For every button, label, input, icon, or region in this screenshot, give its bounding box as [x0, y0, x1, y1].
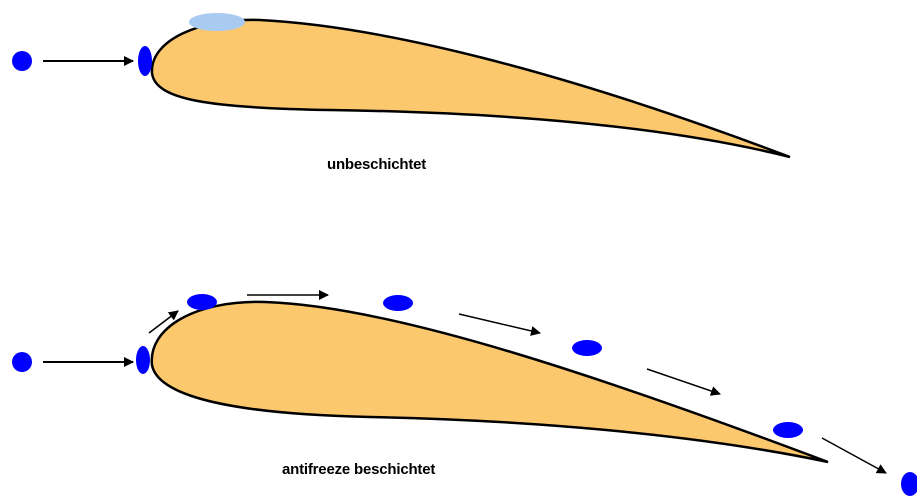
ice-deposit: [189, 13, 245, 31]
runback-arrow: [459, 314, 540, 333]
runback-arrow: [822, 438, 886, 473]
panel-antifreeze-coated: [12, 294, 917, 496]
water-droplet-shed: [901, 472, 917, 496]
water-droplet: [12, 51, 32, 71]
water-droplet-impact: [136, 346, 150, 374]
panel-uncoated: [12, 13, 790, 157]
airfoil-coated: [152, 302, 828, 462]
water-droplet-runback: [572, 340, 602, 356]
caption-uncoated: unbeschichtet: [327, 156, 426, 173]
water-droplet-runback: [773, 422, 803, 438]
runback-arrow: [647, 369, 720, 394]
water-droplet: [12, 352, 32, 372]
water-droplet-impact: [138, 46, 152, 76]
airfoil-uncoated: [152, 20, 790, 157]
water-droplet-runback: [383, 295, 413, 311]
water-droplet-runback: [187, 294, 217, 310]
caption-antifreeze-coated: antifreeze beschichtet: [282, 461, 435, 478]
